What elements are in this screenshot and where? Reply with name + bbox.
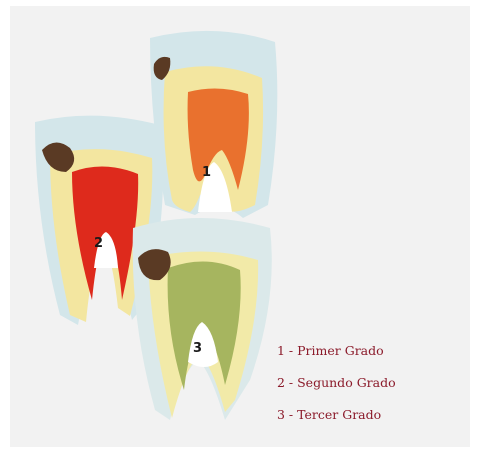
legend-item-segundo-grado: 2 - Segundo Grado xyxy=(277,367,396,399)
tooth-3: 3 xyxy=(133,218,272,420)
tooth-2-number: 2 xyxy=(94,236,103,251)
legend: 1 - Primer Grado 2 - Segundo Grado 3 - T… xyxy=(277,335,396,431)
tooth-3-number: 3 xyxy=(193,341,202,356)
tooth-1-number: 1 xyxy=(202,165,211,180)
legend-item-primer-grado: 1 - Primer Grado xyxy=(277,335,396,367)
tooth-1: 1 xyxy=(150,31,277,218)
legend-item-tercer-grado: 3 - Tercer Grado xyxy=(277,399,396,431)
